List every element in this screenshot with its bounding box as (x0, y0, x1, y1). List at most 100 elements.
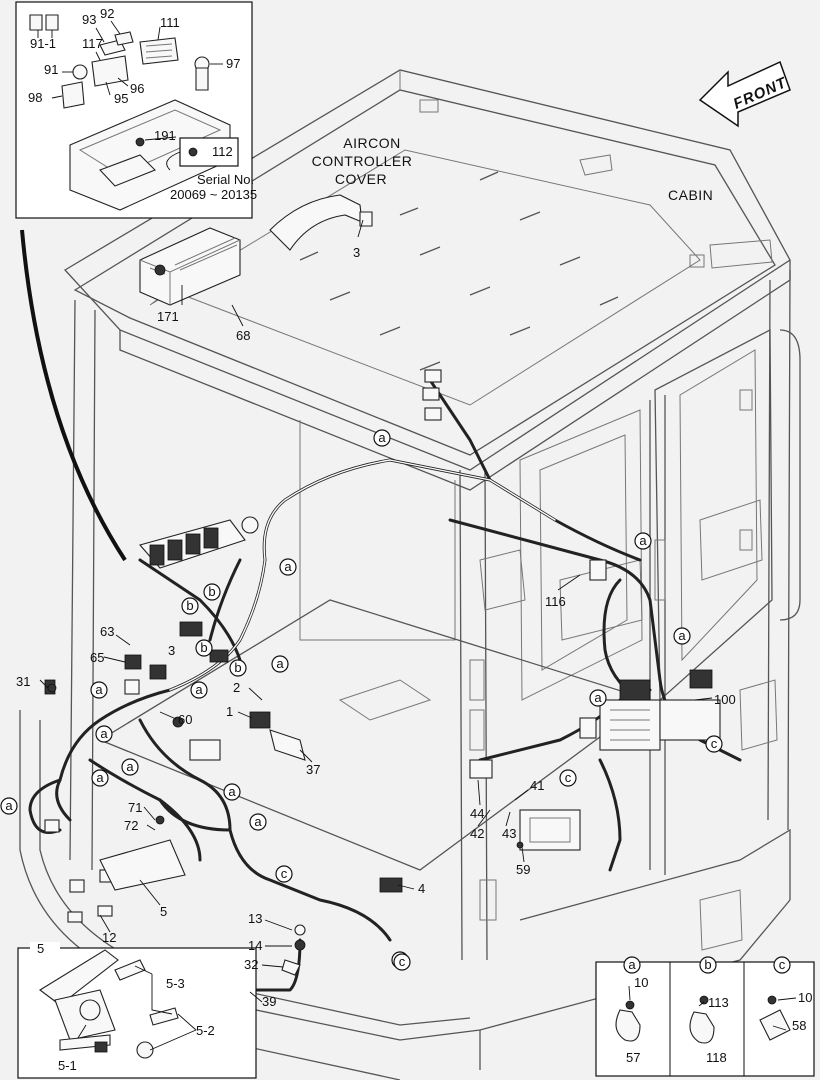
aircon-cover (269, 194, 363, 251)
clamp-label: 10 (634, 975, 648, 990)
part-label: 3 (168, 643, 175, 658)
part-label: 71 (128, 800, 142, 815)
clamp-tag-a-circle (90, 681, 108, 699)
part-label: 42 (470, 826, 484, 841)
clamp-tag-a: a (378, 430, 386, 445)
pedal-inset: 5 (17, 941, 257, 1079)
clamp-label: 118 (706, 1050, 727, 1065)
part-label: 5 (160, 904, 167, 919)
inset-label: 117 (82, 36, 103, 51)
clamp-tag-a: a (284, 559, 292, 574)
clamp-tag-b-circle (229, 659, 247, 677)
clamp-label: 58 (792, 1018, 806, 1033)
inset-label: 191 (154, 128, 176, 143)
clamp-tag-a: a (254, 814, 262, 829)
clamp-tag-b: b (200, 640, 207, 655)
cabin-frame (19, 69, 801, 1080)
inset-label: 111 (160, 15, 180, 30)
aircon-note: AIRCON CONTROLLER COVER (312, 135, 413, 187)
inset-label: 91-1 (30, 36, 56, 51)
clamp-tag-a-circle (271, 655, 289, 673)
part-label: 63 (100, 624, 114, 639)
part-label: 60 (178, 712, 192, 727)
clamp-tag-a-circle (279, 558, 297, 576)
clamp-tag-a: a (678, 628, 686, 643)
part-label: 65 (90, 650, 104, 665)
inset-tag-b: b (704, 957, 711, 972)
clamp-tag-a: a (100, 726, 108, 741)
clamp-tag-c-circle (275, 865, 293, 883)
clamp-tag-a: a (228, 784, 236, 799)
clamp-tag-b: b (234, 660, 241, 675)
part-label: 37 (306, 762, 320, 777)
clamp-label: 10 (798, 990, 812, 1005)
part-label: 32 (244, 957, 258, 972)
clamp-tag-c-circle (705, 735, 723, 753)
part-label: 1 (226, 704, 233, 719)
clamp-tag-a: a (95, 682, 103, 697)
aircon-line-1: AIRCON (343, 135, 400, 151)
part-label: 39 (262, 994, 276, 1009)
clamp-tag-a: a (126, 759, 134, 774)
clamp-tag-a: a (594, 690, 602, 705)
inset-label: 112 (212, 144, 233, 159)
harness-clamp-tags: aaaaaaaaaaaaaabbbbcccccabc (0, 429, 791, 974)
part-label: 59 (516, 862, 530, 877)
part-label: 13 (248, 911, 262, 926)
inset-label: 91 (44, 62, 58, 77)
clamp-tag-a: a (639, 533, 647, 548)
clamp-label: 57 (626, 1050, 640, 1065)
inset-tag-a: a (628, 957, 636, 972)
clamp-tag-a-circle (223, 783, 241, 801)
pedal-inset-title: 5 (37, 941, 44, 956)
part-label: 4 (418, 881, 425, 896)
clamp-tag-b-circle (203, 583, 221, 601)
inset-label: 93 (82, 12, 96, 27)
inset-label: 98 (28, 90, 42, 105)
clamp-tag-b: b (186, 598, 193, 613)
serial-title: Serial No. (197, 172, 254, 187)
part-label: 12 (102, 930, 116, 945)
inset-tag-a-circle (623, 956, 641, 974)
leader-lines (37, 20, 797, 1051)
clamp-tag-a-circle (95, 725, 113, 743)
part-label: 2 (233, 680, 240, 695)
clamp-tag-c-circle (393, 953, 411, 971)
inset-tag-c-circle (773, 956, 791, 974)
inset-label: 97 (226, 56, 240, 71)
clamp-tag-b-circle (195, 639, 213, 657)
part-label: 43 (502, 826, 516, 841)
aircon-line-2: CONTROLLER (312, 153, 413, 169)
clamp-tag-a: a (276, 656, 284, 671)
clamp-tag-a-circle (249, 813, 267, 831)
clamp-tag-a: a (195, 682, 203, 697)
part-label: 100 (714, 692, 736, 707)
clamp-tag-a-circle (373, 429, 391, 447)
part-label: 68 (236, 328, 250, 343)
clamp-tag-a-circle (589, 689, 607, 707)
inset-label: 95 (114, 91, 128, 106)
pedal-label: 5-3 (166, 976, 185, 991)
pedal-label: 5-1 (58, 1058, 77, 1073)
clamp-tag-a-circle (673, 627, 691, 645)
switch-panel-inset: Serial No. 20069 ~ 20135 (15, 1, 257, 219)
clamp-tag-a: a (96, 770, 104, 785)
clamp-tag-b-circle (181, 597, 199, 615)
part-label: 14 (248, 938, 262, 953)
clamp-tag-a: a (5, 798, 13, 813)
inset-label: 92 (100, 6, 114, 21)
part-label: 41 (530, 778, 544, 793)
inset-pointer (20, 229, 127, 562)
inset-tag-c: c (779, 957, 786, 972)
clamp-tag-a-circle (634, 532, 652, 550)
clamp-inset (595, 961, 815, 1077)
part-label: 72 (124, 818, 138, 833)
inset-tag-b-circle (699, 956, 717, 974)
inset-label: 96 (130, 81, 144, 96)
clamp-tag-c: c (711, 736, 718, 751)
clamp-label: 113 (708, 995, 729, 1010)
aircon-line-3: COVER (335, 171, 387, 187)
part-label: 44 (470, 806, 484, 821)
